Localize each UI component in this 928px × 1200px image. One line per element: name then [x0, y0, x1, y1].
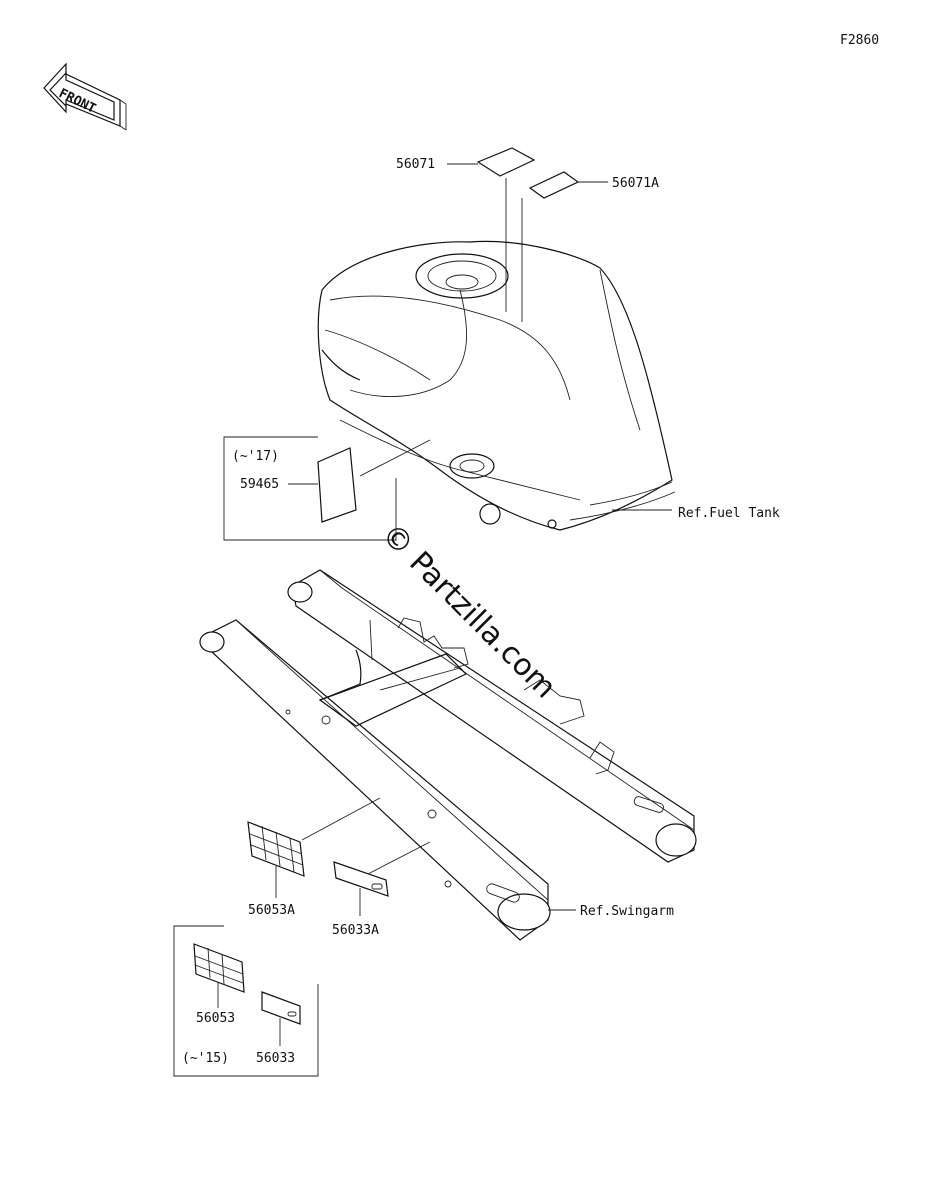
note-upto-17: (~'17) [232, 449, 279, 464]
fuel-tank: Ref.Fuel Tank [317, 240, 780, 531]
front-arrow-icon: FRONT [43, 62, 127, 131]
ref-swingarm: Ref.Swingarm [580, 904, 674, 919]
note-upto-15: (~'15) [182, 1051, 229, 1066]
figure-code: F2860 [840, 33, 879, 48]
label-box-upto-17: (~'17) 59465 [223, 436, 431, 541]
part-number-56071A: 56071A [612, 176, 659, 191]
ref-fuel-tank: Ref.Fuel Tank [678, 506, 780, 521]
part-number-56071: 56071 [396, 157, 435, 172]
label-box-upto-15: (~'15) 56053 56033 [173, 925, 319, 1077]
swingarm: Ref.Swingarm [199, 569, 697, 941]
part-number-56033A: 56033A [332, 923, 379, 938]
decal-56053A[interactable]: 56053A [247, 797, 381, 918]
decal-56071[interactable]: 56071 [396, 147, 536, 312]
decal-56053[interactable]: 56053 [193, 943, 245, 1026]
decal-56071A[interactable]: 56071A [521, 171, 659, 322]
watermark: © Partzilla.com [374, 517, 562, 705]
part-number-56053: 56053 [196, 1011, 235, 1026]
part-number-56033: 56033 [256, 1051, 295, 1066]
part-number-59465: 59465 [240, 477, 279, 492]
decal-56033A[interactable]: 56033A [332, 841, 431, 938]
decal-59465[interactable]: 59465 [240, 439, 431, 523]
decal-56033[interactable]: 56033 [256, 991, 301, 1066]
part-number-56053A: 56053A [248, 903, 295, 918]
